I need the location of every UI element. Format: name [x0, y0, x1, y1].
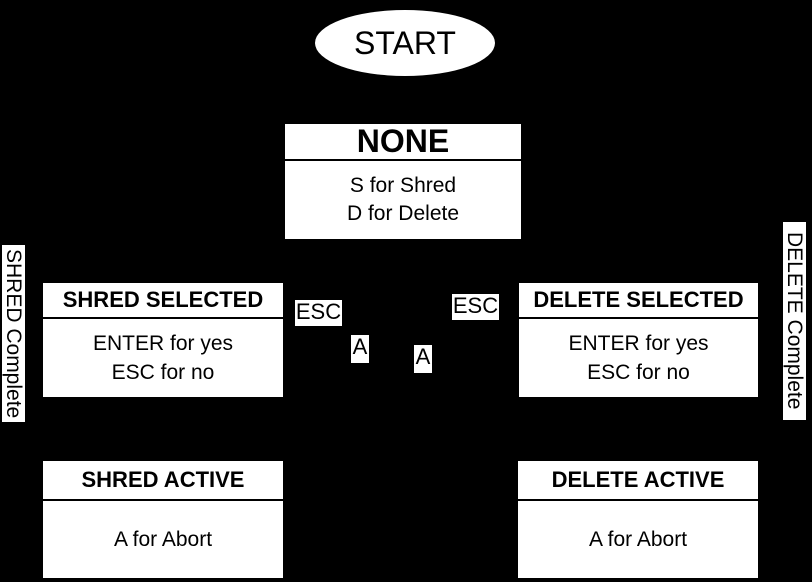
state-none-line2: D for Delete — [346, 202, 460, 225]
state-shred-selected-title: SHRED SELECTED — [43, 283, 283, 319]
state-none: NONE S for Shred D for Delete — [285, 123, 521, 239]
state-delete-selected-line2: ESC for no — [587, 361, 690, 384]
state-delete-selected-body: ENTER for yes ESC for no — [519, 319, 758, 397]
edge-label-esc-right: ESC — [452, 293, 499, 320]
edge-label-a-right: A — [414, 345, 432, 373]
state-shred-selected-line1: ENTER for yes — [92, 332, 234, 355]
edge-label-a-left: A — [351, 335, 369, 363]
side-label-delete-complete: DELETE Complete — [783, 222, 806, 420]
state-none-title: NONE — [285, 123, 521, 161]
side-label-shred-complete: SHRED Complete — [2, 245, 25, 422]
state-shred-active-title: SHRED ACTIVE — [43, 461, 283, 501]
state-delete-active: DELETE ACTIVE A for Abort — [518, 461, 758, 578]
state-delete-selected-line1: ENTER for yes — [568, 332, 709, 355]
state-none-body: S for Shred D for Delete — [285, 161, 521, 239]
state-none-line1: S for Shred — [349, 174, 457, 197]
state-delete-active-title: DELETE ACTIVE — [518, 461, 758, 501]
state-shred-active-line1: A for Abort — [113, 527, 213, 551]
state-delete-selected-title: DELETE SELECTED — [519, 283, 758, 319]
start-node-label: START — [354, 24, 456, 61]
state-shred-selected-body: ENTER for yes ESC for no — [43, 319, 283, 397]
state-shred-active: SHRED ACTIVE A for Abort — [43, 461, 283, 578]
start-node: START — [315, 10, 495, 76]
state-shred-active-body: A for Abort — [43, 501, 283, 578]
state-shred-selected: SHRED SELECTED ENTER for yes ESC for no — [43, 283, 283, 397]
edge-label-esc-left: ESC — [295, 299, 342, 326]
state-shred-selected-line2: ESC for no — [111, 361, 215, 384]
state-delete-active-line1: A for Abort — [588, 527, 688, 551]
state-delete-active-body: A for Abort — [518, 501, 758, 578]
state-delete-selected: DELETE SELECTED ENTER for yes ESC for no — [519, 283, 758, 397]
